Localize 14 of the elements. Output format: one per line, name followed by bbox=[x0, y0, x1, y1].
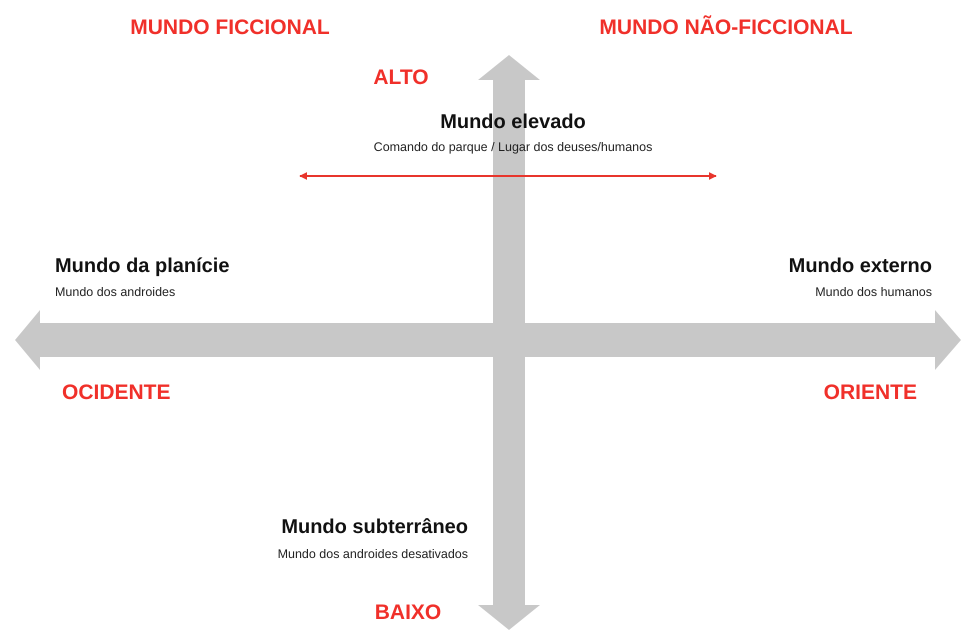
region-description: Mundo dos androides bbox=[55, 285, 176, 300]
category-label: MUNDO NÃO-FICCIONAL bbox=[599, 16, 853, 40]
axis-label: BAIXO bbox=[374, 601, 442, 626]
region-description: Mundo dos humanos bbox=[815, 285, 932, 300]
region-title: Mundo subterrâneo bbox=[281, 516, 468, 539]
axis-label: OCIDENTE bbox=[62, 381, 171, 406]
region-description: Comando do parque / Lugar dos deuses/humanos bbox=[374, 140, 652, 154]
region-title: Mundo externo bbox=[788, 255, 932, 278]
region-description: Mundo dos androides desativados bbox=[278, 547, 468, 562]
region-title: Mundo elevado bbox=[440, 111, 586, 134]
category-label: MUNDO FICCIONAL bbox=[130, 16, 330, 40]
region-title: Mundo da planície bbox=[55, 255, 230, 278]
axis-label: ALTO bbox=[373, 66, 429, 90]
axis-label: ORIENTE bbox=[824, 381, 917, 406]
